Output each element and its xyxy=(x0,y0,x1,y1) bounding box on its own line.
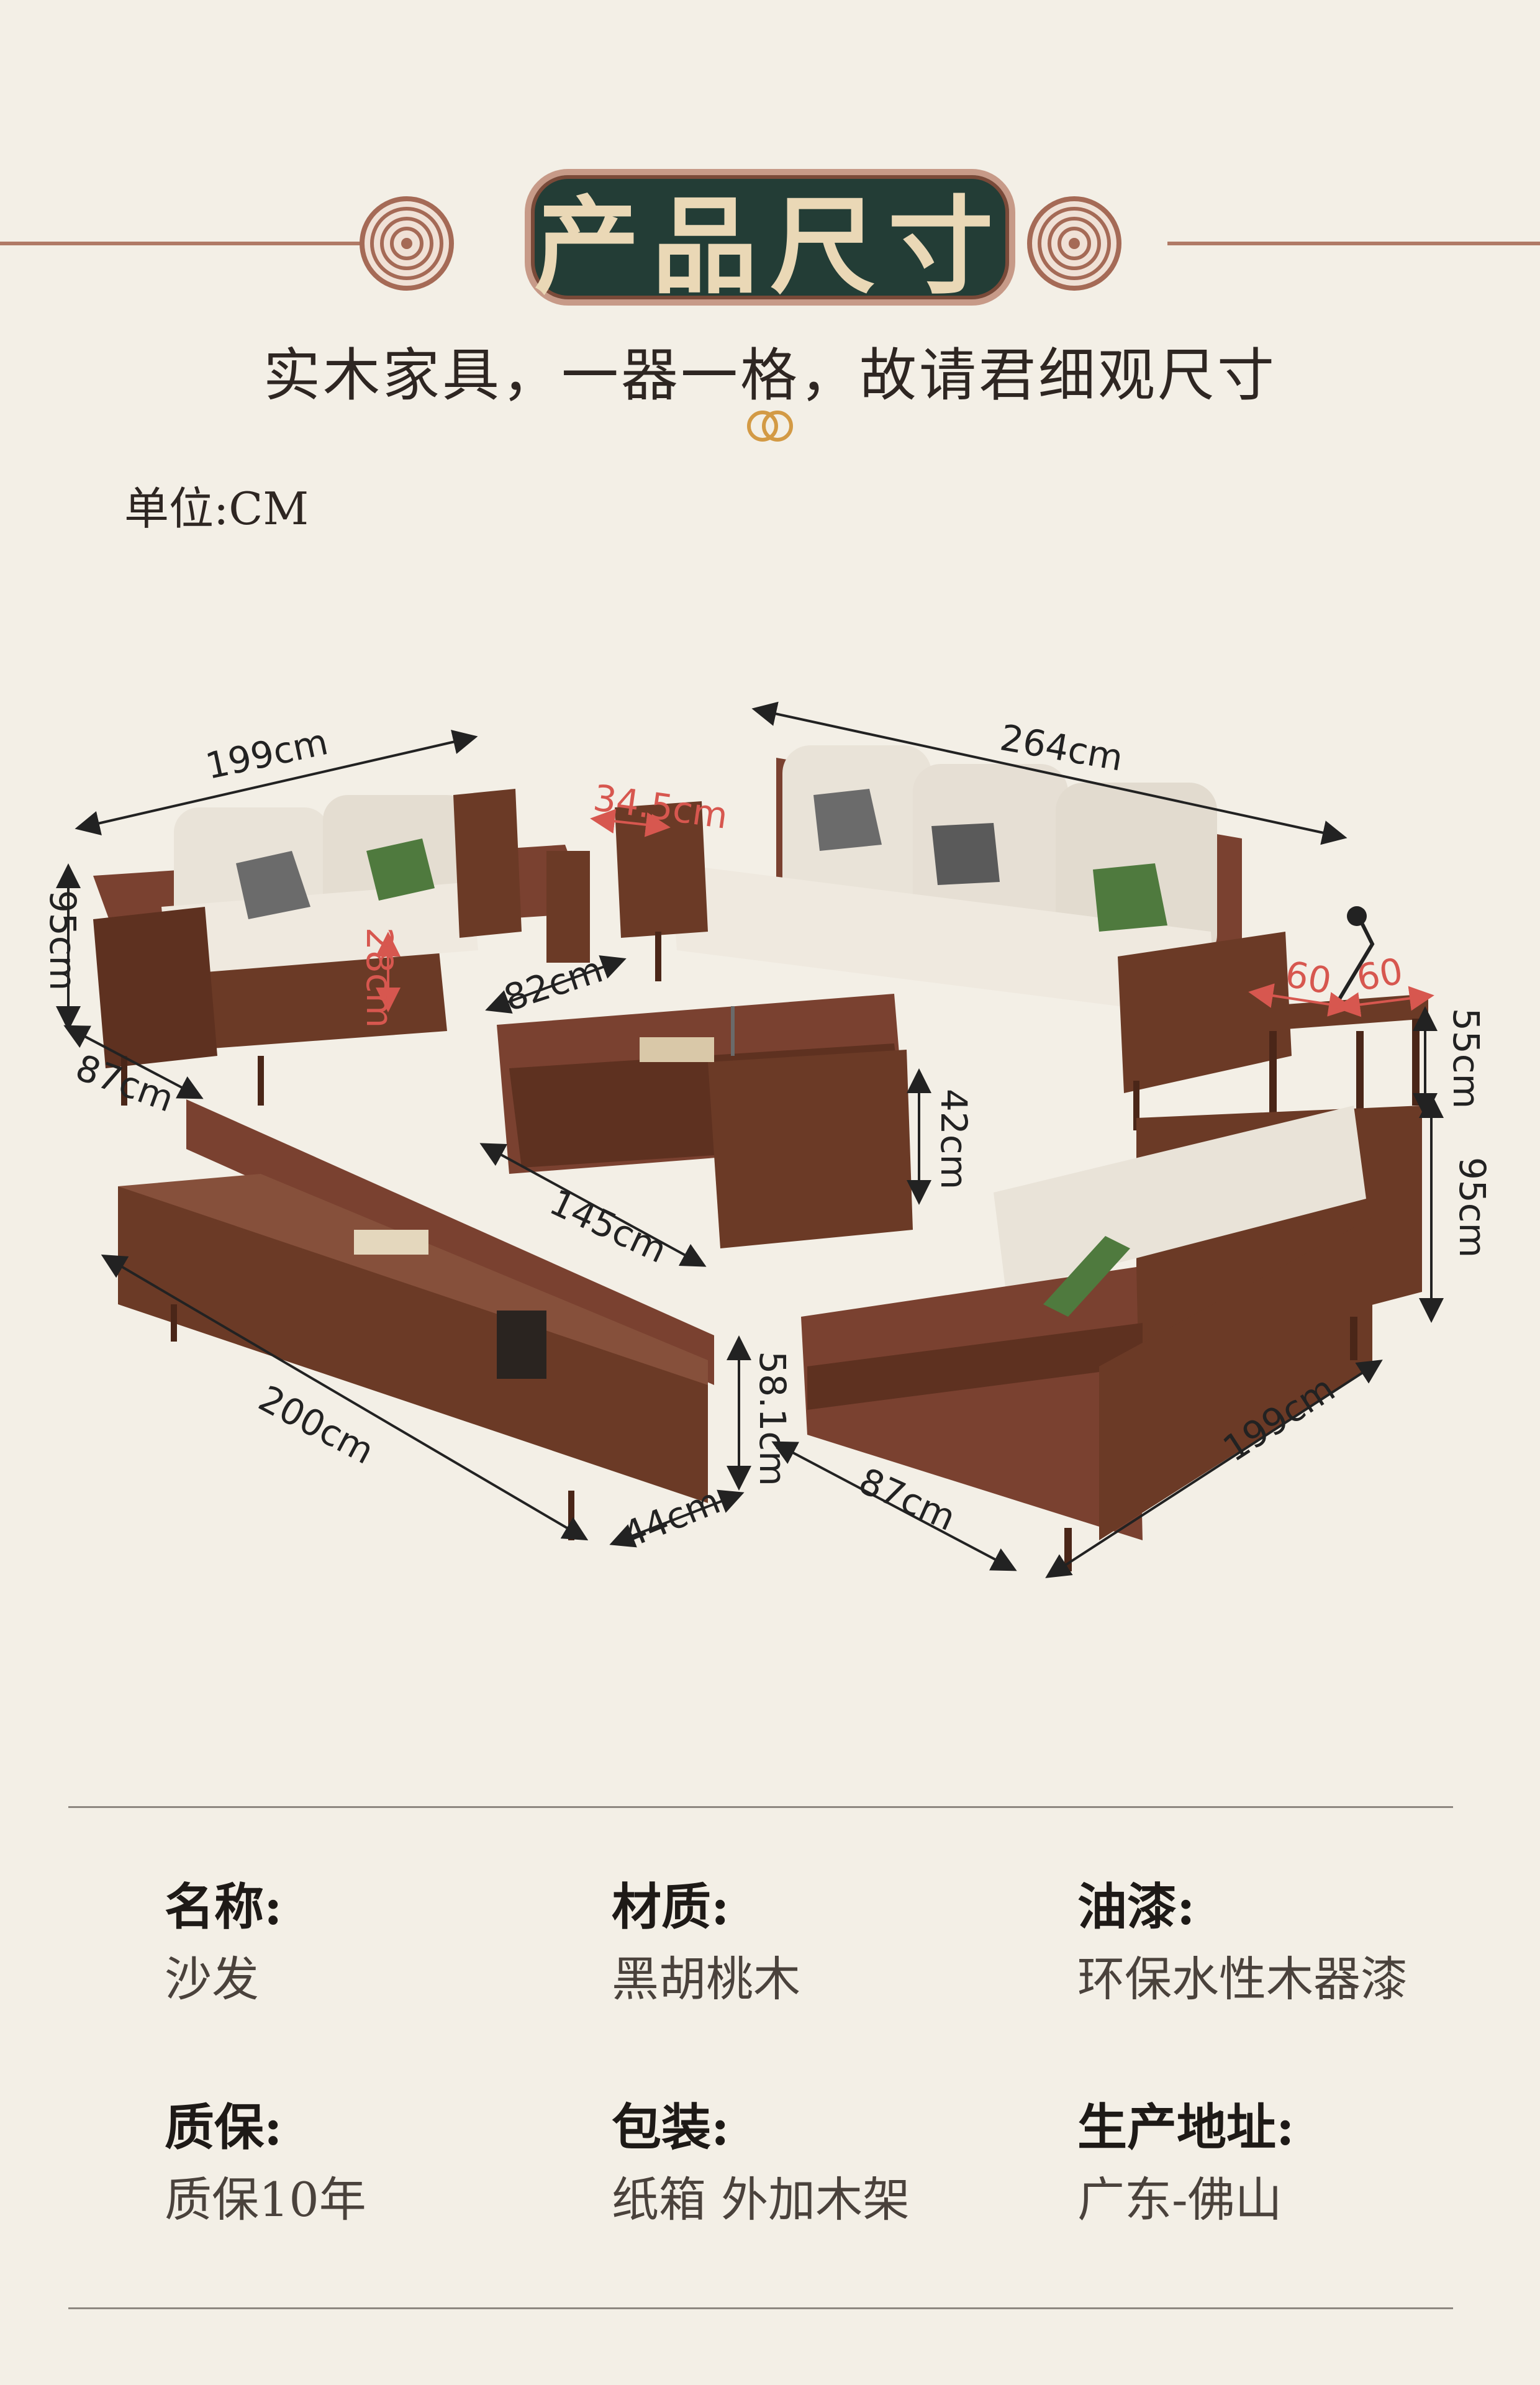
dim-loveseat-seat: 28cm xyxy=(358,927,401,1029)
dim-coffee-table-height: 42cm xyxy=(933,1088,976,1190)
spec-material: 材质: 黑胡桃木 xyxy=(612,1878,800,2007)
coffee-table xyxy=(497,994,913,1248)
tv-cabinet xyxy=(118,1099,714,1540)
spiral-ornament-icon xyxy=(360,196,454,291)
dimension-lines xyxy=(56,701,1444,1578)
spiral-ornament-icon xyxy=(1027,196,1121,291)
rings-ornament-icon xyxy=(747,411,793,442)
spec-paint: 油漆: 环保水性木器漆 xyxy=(1077,1878,1408,2007)
dim-corner-table-height: 55cm xyxy=(1445,1007,1488,1109)
furniture-dimension-illustration: 199cm 95cm 87cm 28cm 34.5cm 264cm 60 60 … xyxy=(0,671,1540,1602)
page-title: 产品尺寸 xyxy=(533,184,1006,309)
dim-tv-cabinet-height: 58.1cm xyxy=(751,1351,794,1486)
dim-corner-table-a: 60 xyxy=(1282,953,1335,1002)
spec-name: 名称: 沙发 xyxy=(165,1878,283,2007)
dim-corner-table-b: 60 xyxy=(1353,950,1406,999)
dim-chaise-height: 95cm xyxy=(1451,1156,1494,1258)
header-rule-left xyxy=(0,242,373,245)
dim-loveseat-height: 95cm xyxy=(42,889,84,991)
header-rule-right xyxy=(1167,242,1540,245)
title-badge: 产品尺寸 xyxy=(525,169,1015,309)
furniture-drawing xyxy=(56,701,1444,1578)
unit-label: 单位:CM xyxy=(124,483,309,535)
spec-warranty: 质保: 质保10年 xyxy=(165,2098,366,2227)
dimension-lines-red xyxy=(376,809,1434,1017)
spec-packaging: 包装: 纸箱 外加木架 xyxy=(612,2098,910,2227)
divider-top xyxy=(68,1806,1453,1808)
spec-origin: 生产地址: 广东-佛山 xyxy=(1077,2098,1295,2227)
page-subtitle: 实木家具，一器一格，故请君细观尺寸 xyxy=(263,342,1277,409)
divider-bottom xyxy=(68,2307,1453,2309)
